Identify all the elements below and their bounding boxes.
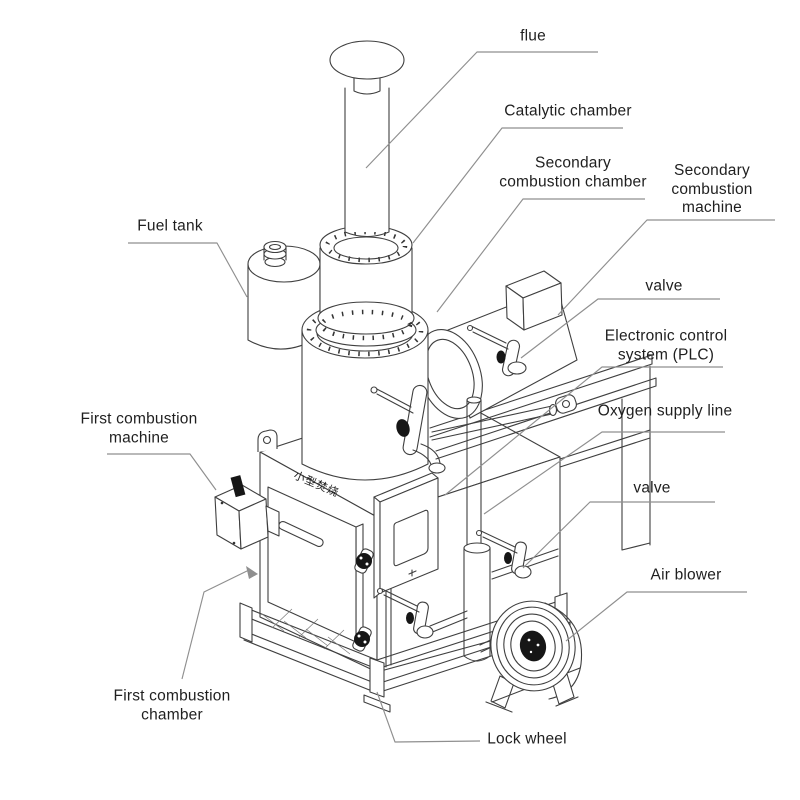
leader-valve-upper [520, 298, 720, 359]
label-oxygen-supply-line: Oxygen supply line [597, 402, 733, 420]
label-first-combustion-machine: First combustion machine [80, 410, 198, 446]
label-fuel-tank: Fuel tank [137, 217, 203, 235]
valve-chamber [370, 384, 446, 474]
leader-flue [365, 51, 598, 169]
valve-front [376, 587, 434, 639]
flue-pipe [329, 40, 405, 238]
leader-air-blower [565, 591, 747, 642]
oxygen-supply-line [429, 396, 559, 662]
label-valve-lower: valve [633, 479, 671, 497]
leader-plc [444, 366, 723, 496]
air-blower [479, 600, 583, 713]
lock-wheel-left [239, 602, 253, 643]
leader-fuel-tank [128, 242, 248, 298]
lock-wheel-front [369, 657, 385, 698]
leader-secondary-combustion-chamber [436, 198, 645, 313]
label-flue: flue [520, 27, 546, 45]
leader-first-combustion-machine [107, 453, 217, 491]
label-valve-upper: valve [645, 277, 683, 295]
label-catalytic-chamber: Catalytic chamber [504, 102, 632, 120]
control-box-window [393, 509, 429, 567]
catalytic-chamber [315, 225, 417, 347]
mounting-lug [555, 394, 577, 414]
lifting-lug-left [257, 429, 278, 452]
leader-lines [107, 51, 775, 743]
support-frame [429, 354, 657, 551]
door-latch-knobs [352, 548, 374, 652]
leader-arrowhead [246, 566, 258, 579]
label-secondary-combustion-machine: Secondary combustion machine [671, 162, 753, 217]
valve-upper [466, 324, 527, 377]
leader-lock-wheel [376, 691, 481, 743]
label-first-combustion-chamber: First combustion chamber [113, 687, 231, 723]
label-air-blower: Air blower [650, 566, 722, 584]
first-combustion-machine [214, 475, 280, 550]
label-secondary-combustion-chamber: Secondary combustion chamber [499, 154, 647, 190]
flue-rain-cap [329, 40, 405, 95]
label-electronic-control-system: Electronic control system (PLC) [604, 327, 728, 363]
leader-first-combustion-chamber [181, 569, 250, 680]
blower-inlet [519, 630, 547, 662]
electronic-control-box [373, 472, 439, 599]
fuel-tank [247, 240, 321, 350]
leader-oxygen-supply-line [483, 431, 725, 515]
leader-valve-lower [522, 501, 715, 569]
label-lock-wheel: Lock wheel [487, 730, 567, 748]
valve-lower [475, 529, 532, 579]
leader-catalytic-chamber [412, 127, 623, 244]
leader-secondary-combustion-machine [557, 219, 775, 316]
